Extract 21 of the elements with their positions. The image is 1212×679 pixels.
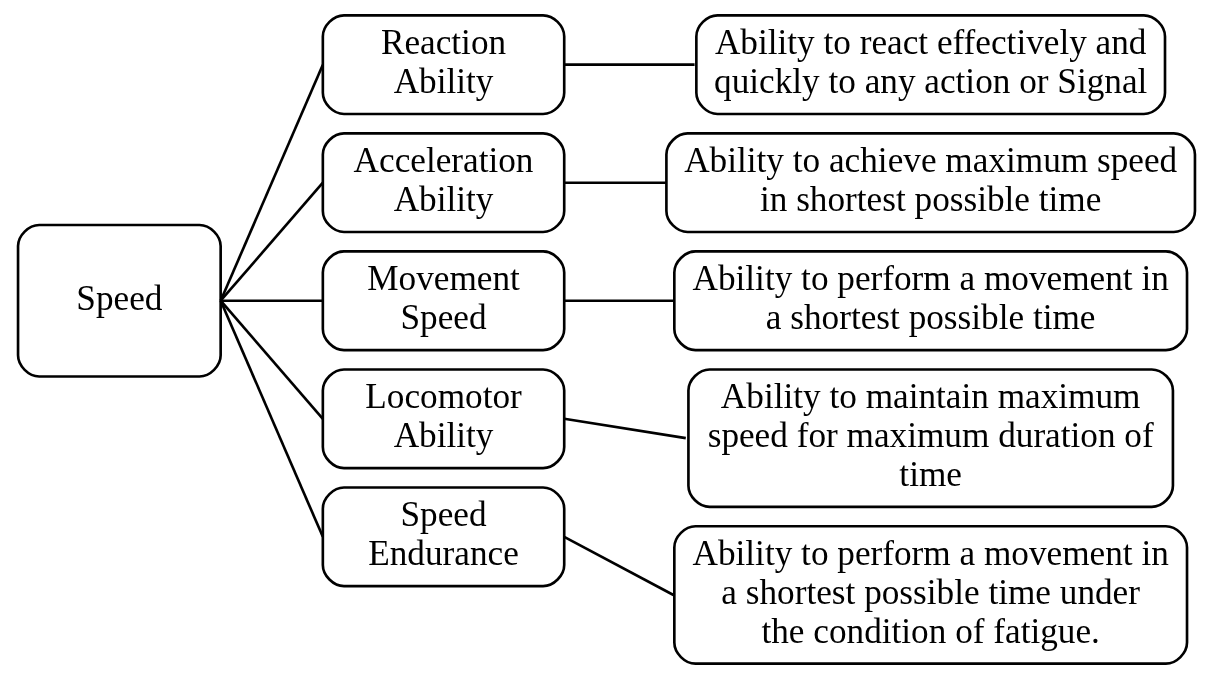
node-box: Ability to react effectively and quickly to any action or Signal (694, 14, 1166, 116)
node-box: Ability to perform a movement in a shortest possible time (672, 250, 1188, 352)
node-box: Ability to achieve maximum speed in shortest possible time (664, 132, 1196, 234)
connector (219, 181, 324, 302)
connector (563, 181, 666, 184)
node-box: Ability to perform a movement in a shortest possible time under the condition of fatigue. (672, 524, 1188, 665)
connector (563, 299, 673, 303)
connector (220, 299, 323, 303)
node-box: Movement Speed (321, 250, 566, 352)
connector (563, 417, 686, 440)
node-box: Speed (16, 223, 222, 378)
node-box: Locomotor Ability (321, 368, 566, 470)
node-box: Reaction Ability (321, 14, 566, 116)
connector (218, 300, 324, 538)
connector (563, 63, 695, 66)
connector (219, 299, 324, 420)
node-box: Ability to maintain maximum speed for maximum duration of time (686, 368, 1174, 509)
node-box: Speed Endurance (321, 486, 566, 588)
connector (563, 535, 674, 597)
connector (218, 64, 324, 302)
node-box: Acceleration Ability (321, 132, 566, 234)
